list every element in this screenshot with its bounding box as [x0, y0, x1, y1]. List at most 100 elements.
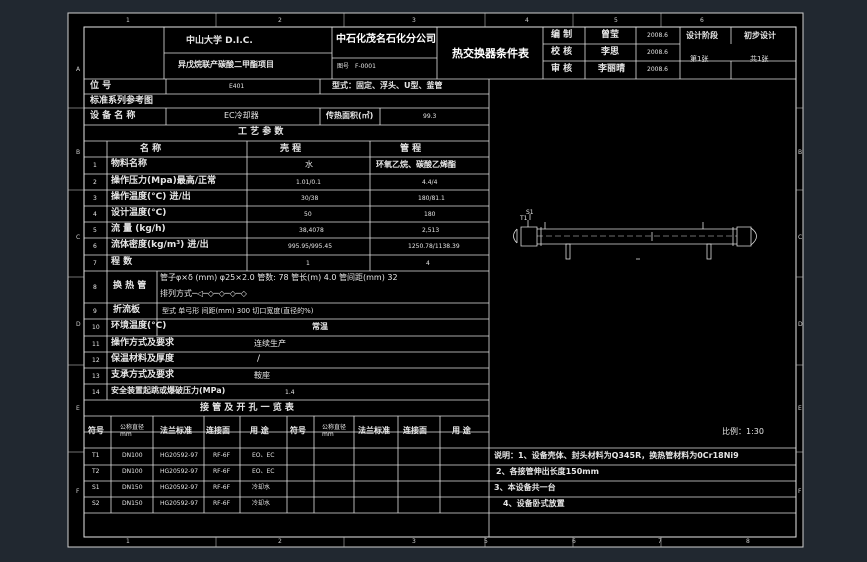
nozzle-row-dn: DN100	[122, 468, 143, 475]
name-check: 李思	[601, 47, 620, 57]
nozzle-row-standard: HG20592-97	[160, 484, 199, 491]
process-header-name: 名 称	[140, 144, 162, 154]
ruler-col-1-bottom: 1	[126, 538, 130, 545]
process-row-tube: 1250.78/1138.39	[408, 243, 460, 250]
document-title: 热交换器条件表	[452, 47, 529, 60]
ruler-row-f: F	[76, 488, 80, 495]
role-review: 审 核	[551, 64, 573, 74]
nozzle-header-standard: 法兰标准	[160, 426, 192, 435]
nozzle-row-face: RF-6F	[213, 468, 231, 475]
process-row-shell: 1	[306, 260, 310, 267]
ruler-ticks	[68, 13, 803, 547]
ruler-row-a: A	[76, 66, 81, 73]
nozzle-row-symbol: S2	[92, 500, 100, 507]
date-compile: 2008.6	[647, 32, 668, 39]
ruler-col-2: 2	[278, 17, 282, 24]
nozzle-row-dn: DN150	[122, 484, 143, 491]
process-row-shell: 38,4078	[299, 227, 324, 234]
exchanger-label: 换 热 管	[113, 281, 147, 291]
safe-label: 安全装置起跳或爆破压力(MPa)	[111, 386, 226, 395]
ruler-col-3-bottom: 3	[412, 538, 416, 545]
process-row-tube: 4	[426, 260, 430, 267]
nozzle-row-face: RF-6F	[213, 452, 231, 459]
nozzle-row-symbol: T1	[92, 452, 100, 459]
process-row-shell: 1.01/0.1	[296, 179, 321, 186]
nozzle-header-symbol: 符号	[88, 426, 104, 435]
nozzle-header-use: 用 途	[250, 426, 269, 435]
ruler-row-f-right: F	[798, 488, 802, 495]
ruler-col-4: 4	[525, 17, 529, 24]
env-value: 常温	[312, 322, 328, 331]
nozzle-row-use: 冷却水	[252, 484, 271, 491]
process-row-tube: 4.4/4	[422, 179, 438, 186]
nozzle-header-dn: 公称直径 mm	[120, 424, 145, 439]
type-text: 型式：固定、浮头、U型、釜管	[332, 81, 443, 90]
nozzle-header-use-2: 用 途	[452, 426, 471, 435]
standard-label: 标准系列参考图	[90, 96, 154, 106]
table-grid	[84, 27, 796, 537]
date-review: 2008.6	[647, 66, 668, 73]
process-row-name: 程 数	[111, 257, 133, 267]
nozzle-row-standard: HG20592-97	[160, 500, 199, 507]
op-label: 操作方式及要求	[111, 338, 175, 348]
ruler-row-e: E	[76, 405, 80, 412]
university-text: 中山大学 D.I.C.	[186, 36, 253, 46]
env-label: 环境温度(°C)	[111, 321, 167, 331]
nozzle-header-face: 连接面	[206, 426, 230, 435]
process-row-name: 流 量 (kg/h)	[111, 224, 166, 234]
process-row-no: 3	[93, 195, 97, 202]
sup-no: 13	[92, 373, 100, 380]
ruler-row-e-right: E	[798, 405, 802, 412]
note-line-4: 4、设备卧式放置	[503, 499, 565, 508]
nozzle-row-standard: HG20592-97	[160, 452, 199, 459]
position-value: E401	[229, 83, 245, 90]
ruler-row-b-right: B	[798, 149, 803, 156]
stage-label: 设计阶段	[686, 31, 718, 40]
process-row-shell: 995.95/995.45	[288, 243, 333, 250]
ruler-col-7-bottom: 7	[658, 538, 662, 545]
nozzle-row-use: 冷却水	[252, 500, 271, 507]
drawing-label-right: S1	[526, 209, 534, 216]
process-row-no: 4	[93, 211, 97, 218]
heat-exchanger-drawing	[513, 214, 757, 260]
sup-label: 支承方式及要求	[111, 370, 175, 380]
company-text: 中石化茂名石化分公司	[336, 34, 436, 45]
process-row-no: 1	[93, 162, 97, 169]
ruler-row-d: D	[76, 321, 81, 328]
process-row-name: 操作压力(Mpa)最高/正常	[111, 176, 216, 186]
sheet-inner-border	[83, 26, 797, 538]
process-row-shell: 水	[305, 160, 313, 169]
process-row-tube: 180/81.1	[418, 195, 445, 202]
ruler-row-c-right: C	[798, 234, 803, 241]
process-row-no: 6	[93, 243, 97, 250]
nozzle-row-face: RF-6F	[213, 500, 231, 507]
process-row-no: 2	[93, 179, 97, 186]
nozzle-header-dn-2: 公称直径 mm	[322, 424, 347, 439]
equipment-value: EC冷却器	[224, 111, 259, 120]
baffle-text: 型式 单弓形 间距(mm) 300 切口宽度(直径的%)	[162, 307, 314, 315]
exchanger-no: 8	[93, 284, 97, 291]
sup-value: 鞍座	[254, 371, 270, 380]
note-line-2: 2、各接管伸出长度150mm	[496, 467, 599, 476]
process-row-shell: 50	[304, 211, 312, 218]
process-row-tube: 2,513	[422, 227, 440, 234]
process-row-name: 操作温度(°C) 进/出	[111, 192, 191, 202]
ruler-col-5: 5	[614, 17, 618, 24]
op-no: 11	[92, 341, 100, 348]
name-compile: 曾莹	[601, 30, 620, 40]
process-header-tube: 管 程	[400, 144, 422, 154]
stage-value: 初步设计	[744, 31, 776, 40]
sheet-number: 第1张	[690, 55, 709, 63]
nozzle-row-dn: DN100	[122, 452, 143, 459]
ruler-col-2-bottom: 2	[278, 538, 282, 545]
process-row-no: 5	[93, 227, 97, 234]
role-compile: 编 制	[551, 30, 573, 40]
exchanger-line-1: 管子φ×δ (mm) φ25×2.0 管数: 78 管长(m) 4.0 管间距(…	[160, 273, 398, 282]
date-check: 2008.6	[647, 49, 668, 56]
process-row-tube: 180	[424, 211, 436, 218]
process-row-tube: 环氧乙烷、碳酸乙烯酯	[376, 160, 456, 169]
baffle-label: 折流板	[113, 305, 141, 315]
ruler-row-c: C	[76, 234, 81, 241]
ruler-col-8-bottom: 8	[746, 538, 750, 545]
nozzle-row-symbol: T2	[92, 468, 100, 475]
